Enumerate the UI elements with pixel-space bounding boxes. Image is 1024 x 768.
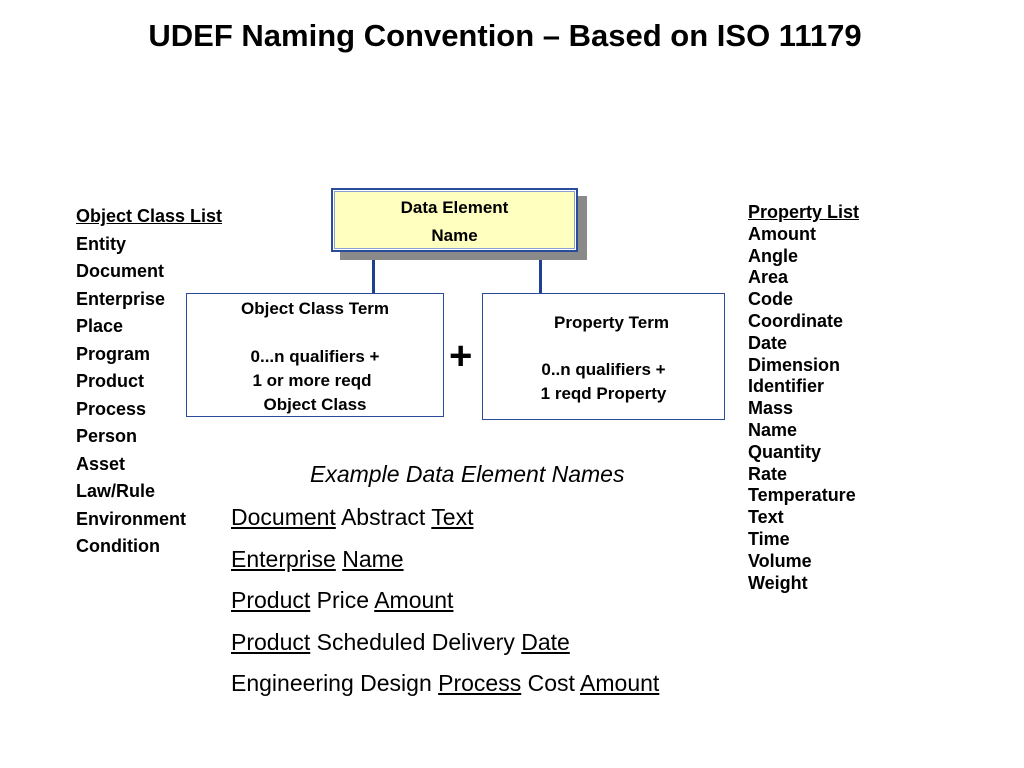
property-item: Name [748,419,798,440]
example-part: Engineering Design [231,670,439,696]
object-class-list-heading: Object Class List [76,206,223,226]
property-term-box: Property Term 0..n qualifiers + 1 reqd P… [482,293,725,420]
property-item: Quantity [748,441,822,462]
object-class-term-box: Object Class Term 0...n qualifiers + 1 o… [186,293,444,417]
example-part: Cost [521,670,581,696]
property-item: Code [748,289,793,310]
connector-line-right [539,260,542,294]
object-class-list: Object Class List Entity Document Enterp… [76,203,222,561]
example-row: Enterprise Name [231,543,659,585]
example-part: Price [310,587,375,613]
object-class-item: Place [76,316,124,336]
object-class-item: Environment [76,508,187,529]
property-item: Dimension [748,354,841,375]
example-part: Process [438,670,522,696]
property-item: Coordinate [748,310,844,331]
property-term-line-2: 1 reqd Property [540,384,667,403]
object-class-item: Entity [76,233,127,254]
property-term-line-1: 0..n qualifiers + [541,360,666,379]
example-part: Name [342,545,404,572]
property-item: Angle [748,245,799,266]
example-part: Date [521,628,570,655]
object-class-term-line-1: 0...n qualifiers + [250,347,380,366]
example-part: Enterprise [231,545,336,572]
example-row: Document Abstract Text [231,501,659,543]
data-element-line-2: Name [431,226,478,245]
object-class-item: Asset [76,453,126,474]
data-element-line-1: Data Element [400,198,509,217]
example-part: Abstract [335,504,432,530]
example-part: Scheduled Delivery [310,628,522,655]
property-item: Text [748,507,784,528]
example-row: Engineering Design Process Cost Amount [231,667,659,709]
object-class-item: Law/Rule [76,481,156,501]
property-item: Rate [748,463,788,484]
page-title: UDEF Naming Convention – Based on ISO 11… [148,18,862,53]
object-class-term-title: Object Class Term [240,299,390,318]
example-part: Text [431,504,474,530]
property-item: Date [748,332,788,353]
property-item: Weight [748,572,808,593]
example-part: Amount [580,670,660,696]
example-row: Product Scheduled Delivery Date [231,626,659,668]
connector-line-left [372,260,375,294]
example-part: Document [231,504,336,530]
object-class-item: Document [76,261,165,281]
property-item: Volume [748,550,812,571]
examples-heading: Example Data Element Names [310,461,625,487]
property-item: Area [748,267,789,288]
data-element-name-box: Data Element Name [331,188,578,252]
property-list: Property List Amount Angle Area Code Coo… [748,202,859,594]
object-class-item: Condition [76,536,160,556]
example-part: Product [231,628,311,655]
object-class-item: Program [76,343,151,364]
object-class-item: Process [76,398,147,419]
property-item: Temperature [748,485,856,506]
example-part: Amount [374,587,454,613]
object-class-item: Product [76,371,145,391]
example-row: Product Price Amount [231,584,659,626]
object-class-item: Person [76,426,138,446]
example-part: Product [231,587,311,613]
object-class-item: Enterprise [76,288,166,309]
property-item: Identifier [748,376,825,397]
object-class-term-line-3: Object Class [263,395,367,414]
property-item: Mass [748,398,794,419]
property-item: Amount [748,223,816,244]
plus-sign: + [449,334,473,378]
property-term-title: Property Term [554,313,669,332]
property-list-heading: Property List [748,202,860,222]
object-class-term-line-2: 1 or more reqd [252,371,372,390]
property-item: Time [748,528,790,549]
example-names-list: Document Abstract Text Enterprise Name P… [231,501,659,709]
